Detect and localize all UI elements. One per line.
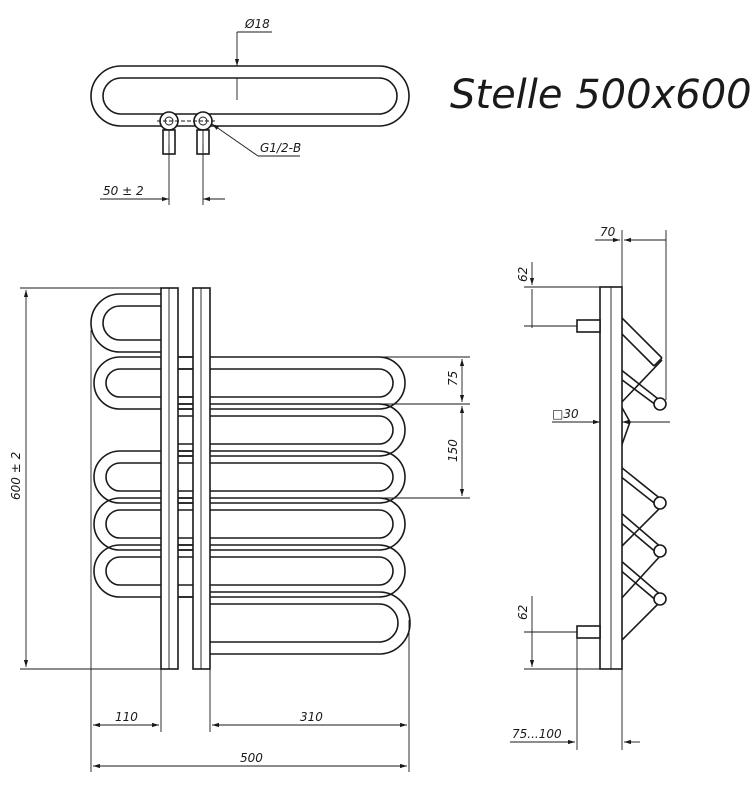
label-thread: G1/2-B bbox=[260, 141, 301, 155]
front-loop-1 bbox=[90, 293, 163, 353]
label-square-profile: □30 bbox=[552, 407, 579, 421]
label-top-offset: 62 bbox=[516, 267, 530, 282]
top-view-outer-loop bbox=[90, 65, 410, 127]
label-axis-spacing: 50 ± 2 bbox=[103, 184, 144, 198]
label-loop-pitch-small: 75 bbox=[446, 371, 460, 386]
label-depth-total: 70 bbox=[600, 225, 616, 239]
front-collector-left bbox=[160, 287, 179, 670]
front-loop-2 bbox=[93, 356, 406, 410]
front-loop-7 bbox=[209, 591, 411, 655]
front-loop-5 bbox=[93, 497, 406, 551]
front-view: 600 ± 2 75 150 110 310 500 bbox=[9, 287, 470, 772]
label-bottom-offset: 62 bbox=[516, 605, 530, 620]
front-loop-3 bbox=[163, 403, 406, 457]
product-title: Stelle 500x600 bbox=[450, 72, 750, 118]
label-height: 600 ± 2 bbox=[9, 452, 23, 500]
label-left-offset: 110 bbox=[115, 710, 138, 724]
side-view: 70 62 □30 62 75...100 bbox=[510, 225, 670, 750]
front-collector-right bbox=[192, 287, 211, 670]
side-connector-top bbox=[576, 319, 601, 333]
side-connector-bottom bbox=[576, 625, 601, 639]
top-view-inner-loop bbox=[102, 77, 398, 115]
top-view: Ø18 G1/2-B 50 ± 2 bbox=[90, 17, 410, 205]
front-loop-4 bbox=[93, 450, 406, 504]
label-loop-pitch-large: 150 bbox=[446, 439, 460, 462]
front-loop-6 bbox=[93, 544, 406, 598]
label-right-reach: 310 bbox=[300, 710, 323, 724]
label-width: 500 bbox=[240, 751, 263, 765]
label-wall-gap: 75...100 bbox=[512, 727, 562, 741]
label-pipe-diameter: Ø18 bbox=[244, 17, 270, 31]
